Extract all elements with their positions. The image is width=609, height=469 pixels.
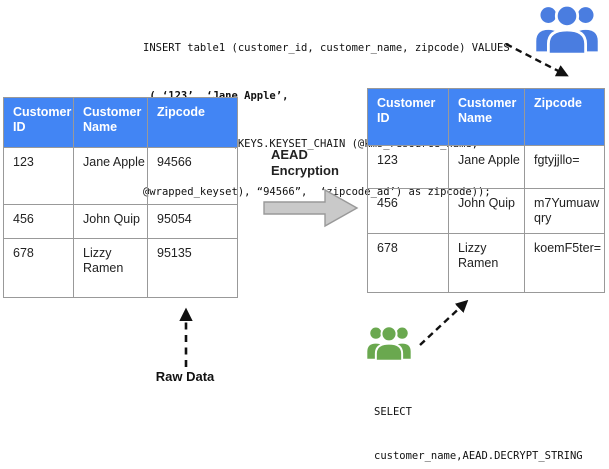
insert-code-line-1: INSERT table1 (customer_id, customer_nam… xyxy=(143,42,510,54)
select-code-line-2: customer_name,AEAD.DECRYPT_STRING xyxy=(374,449,583,462)
table-row: 678 Lizzy Ramen 95135 xyxy=(3,238,238,298)
table-cell: 95135 xyxy=(147,238,238,298)
table-row: 456 John Quip 95054 xyxy=(3,204,238,239)
table-cell: 123 xyxy=(3,147,74,205)
table-cell: 456 xyxy=(367,188,449,234)
encrypted-data-table: Customer ID Customer Name Zipcode 123 Ja… xyxy=(367,88,605,293)
table-cell: Jane Apple xyxy=(448,145,525,189)
people-group-icon xyxy=(366,317,412,369)
people-group-icon xyxy=(533,2,601,56)
raw-data-table: Customer ID Customer Name Zipcode 123 Ja… xyxy=(3,97,238,298)
table-row: 123 Jane Apple fgtyjjllo= xyxy=(367,145,605,189)
table-cell: John Quip xyxy=(73,204,148,239)
table-cell: Lizzy Ramen xyxy=(73,238,148,298)
select-query-code: SELECT customer_name,AEAD.DECRYPT_STRING… xyxy=(374,376,583,469)
column-header: Customer ID xyxy=(3,97,74,148)
table-cell: m7Yumuawqry xyxy=(524,188,605,234)
table-cell: fgtyjjllo= xyxy=(524,145,605,189)
table-row: 123 Jane Apple 94566 xyxy=(3,147,238,205)
dashed-arrow-select xyxy=(419,299,469,346)
table-cell: 456 xyxy=(3,204,74,239)
column-header: Customer ID xyxy=(367,88,449,146)
table-cell: 678 xyxy=(367,233,449,293)
select-code-line-1: SELECT xyxy=(374,406,412,418)
table-cell: John Quip xyxy=(448,188,525,234)
table-cell: koemF5ter= xyxy=(524,233,605,293)
table-cell: 94566 xyxy=(147,147,238,205)
raw-data-label: Raw Data xyxy=(155,369,215,384)
table-cell: 678 xyxy=(3,238,74,298)
table-cell: 123 xyxy=(367,145,449,189)
table-cell: 95054 xyxy=(147,204,238,239)
column-header: Customer Name xyxy=(448,88,525,146)
column-header: Customer Name xyxy=(73,97,148,148)
table-cell: Lizzy Ramen xyxy=(448,233,525,293)
column-header: Zipcode xyxy=(524,88,605,146)
table-row: 456 John Quip m7Yumuawqry xyxy=(367,188,605,234)
column-header: Zipcode xyxy=(147,97,238,148)
table-row: 678 Lizzy Ramen koemF5ter= xyxy=(367,233,605,293)
aead-encryption-label: AEAD Encryption xyxy=(271,147,339,178)
table-cell: Jane Apple xyxy=(73,147,148,205)
